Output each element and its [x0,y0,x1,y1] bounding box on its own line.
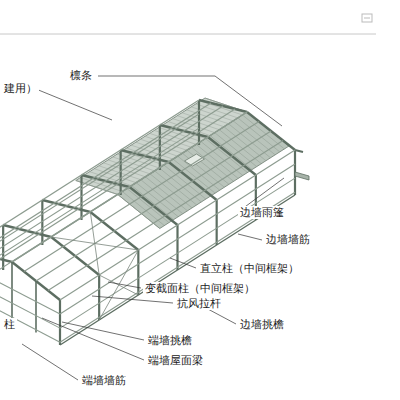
leader-line [98,76,215,77]
roof-vent [185,154,205,166]
column [59,300,61,345]
wall-girt [0,128,199,278]
part-label: 抗风拉杆 [175,297,223,310]
end-wall-column [35,281,37,333]
header-rule [0,34,376,35]
end-wall-girt [0,264,60,314]
column [216,200,218,245]
leader-line [92,296,173,303]
part-label: 边墙墙筋 [264,233,312,246]
roof-bracing [51,237,138,250]
part-label: 端墙屋面梁 [146,354,205,367]
part-label: 檩条 [68,69,94,82]
end-wall-girt [0,292,60,342]
column [137,250,139,295]
leader-line [170,258,196,268]
steel-frame [0,98,309,345]
purlin [24,122,259,272]
leader-line [22,344,78,380]
wall-girt [0,142,199,292]
leader-line [206,308,236,324]
eave-overhang [295,150,303,152]
purlin [0,103,211,253]
side-canopy [295,172,309,180]
purlin [60,150,295,300]
leader-line [215,76,282,126]
end-wall-column [11,262,13,320]
part-label: 端墙墙筋 [80,374,128,387]
wall-girt [60,178,295,328]
leader-line [108,282,141,288]
leader-line [36,89,112,120]
purlin [0,109,235,259]
part-label: 端墙挑檐 [146,334,194,347]
wall-girt [0,114,199,264]
part-label: 建用） [2,82,39,95]
column [98,275,100,320]
part-label: 直立柱（中间框架） [198,262,301,275]
leader-line [42,318,144,360]
wall-girt [60,164,295,314]
part-label: 柱 [2,318,17,331]
part-label: 变截面柱（中间框架） [143,282,257,295]
part-label: 边墙雨篷 [238,206,286,219]
column [176,225,178,270]
part-label: 边墙挑檐 [238,318,286,331]
wind-bracing [99,250,138,320]
purlin [36,131,271,281]
purlin [0,100,199,250]
corner-icon [362,14,372,22]
leader-line [238,234,262,240]
leader-lines [22,76,284,380]
